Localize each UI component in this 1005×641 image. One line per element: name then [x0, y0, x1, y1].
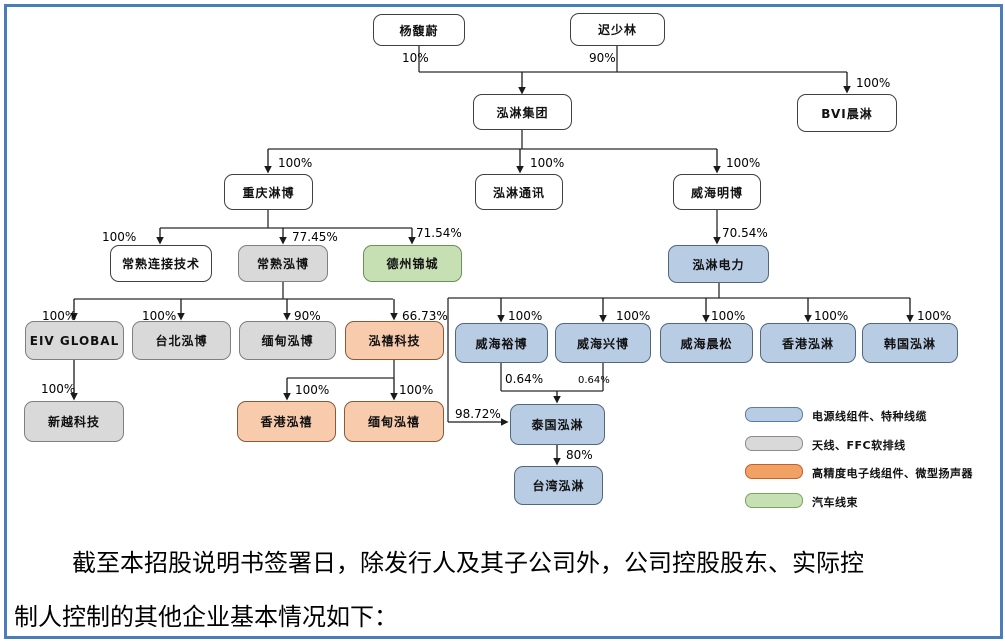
ownership-percent-label: 100%: [399, 383, 434, 397]
ownership-percent-label: 70.54%: [722, 226, 768, 240]
org-node-bvi: BVI晨淋: [797, 94, 897, 132]
org-node-chi: 迟少林: [570, 13, 665, 46]
footer-paragraph-line1: 截至本招股说明书签署日，除发行人及其子公司外，公司控股股东、实际控: [72, 551, 864, 577]
legend-swatch-icon: [745, 493, 803, 508]
ownership-percent-label: 100%: [42, 309, 77, 323]
ownership-percent-label: 100%: [530, 156, 565, 170]
ownership-percent-label: 0.64%: [578, 375, 610, 386]
ownership-percent-label: 100%: [142, 309, 177, 323]
ownership-percent-label: 10%: [402, 51, 429, 65]
legend-swatch-icon: [745, 436, 803, 451]
ownership-percent-label: 100%: [278, 156, 313, 170]
ownership-percent-label: 100%: [41, 382, 76, 396]
org-node-xingbo: 威海兴博: [555, 323, 651, 363]
ownership-percent-label: 77.45%: [292, 230, 338, 244]
ownership-percent-label: 80%: [566, 448, 593, 462]
ownership-percent-label: 100%: [814, 309, 849, 323]
ownership-percent-label: 90%: [294, 309, 321, 323]
org-node-yang: 杨馥蔚: [373, 14, 465, 46]
org-node-group: 泓淋集团: [473, 94, 572, 130]
org-node-dezhou: 德州锦城: [363, 245, 462, 282]
org-node-hongxi: 泓禧科技: [345, 321, 444, 360]
org-node-miandian-hongbo: 缅甸泓博: [239, 321, 336, 360]
org-node-thai-honglin: 泰国泓淋: [510, 404, 605, 445]
legend-swatch-icon: [745, 464, 803, 479]
ownership-percent-label: 100%: [616, 309, 651, 323]
legend-label: 汽车线束: [812, 496, 858, 509]
footer-paragraph-line2: 制人控制的其他企业基本情况如下：: [14, 605, 398, 631]
ownership-percent-label: 100%: [726, 156, 761, 170]
ownership-percent-label: 100%: [102, 230, 137, 244]
ownership-percent-label: 98.72%: [455, 407, 501, 421]
org-node-changshu-hongbo: 常熟泓博: [238, 245, 328, 282]
ownership-percent-label: 100%: [917, 309, 952, 323]
legend-label: 天线、FFC软排线: [812, 439, 906, 452]
org-node-taiwan-honglin: 台湾泓淋: [514, 466, 603, 505]
org-node-hk-honglin: 香港泓淋: [760, 323, 856, 363]
org-node-chensong: 威海晨松: [660, 323, 753, 363]
org-node-taibei: 台北泓博: [132, 321, 231, 360]
ownership-percent-label: 90%: [589, 51, 616, 65]
org-node-xinyue: 新越科技: [24, 401, 124, 442]
org-node-power: 泓淋电力: [668, 245, 769, 283]
org-node-changshu-tech: 常熟连接技术: [110, 245, 212, 282]
ownership-percent-label: 100%: [711, 309, 746, 323]
org-node-hk-hongxi: 香港泓禧: [237, 401, 336, 442]
ownership-percent-label: 100%: [508, 309, 543, 323]
org-node-tongxun: 泓淋通讯: [475, 174, 563, 210]
ownership-percent-label: 100%: [856, 76, 891, 90]
ownership-percent-label: 66.73%: [402, 309, 448, 323]
ownership-percent-label: 0.64%: [505, 372, 544, 386]
legend-label: 高精度电子线组件、微型扬声器: [812, 467, 973, 480]
org-node-yubo: 威海裕博: [455, 323, 548, 363]
legend-label: 电源线组件、特种线缆: [812, 410, 927, 423]
org-node-eiv: EIV GLOBAL: [25, 321, 124, 360]
org-node-chongqing: 重庆淋博: [224, 174, 313, 210]
org-node-korea-honglin: 韩国泓淋: [862, 323, 958, 363]
legend-swatch-icon: [745, 407, 803, 422]
org-node-miandian-hongxi: 缅甸泓禧: [344, 401, 444, 442]
org-node-mingbo: 威海明博: [673, 174, 761, 210]
ownership-percent-label: 100%: [295, 383, 330, 397]
ownership-percent-label: 71.54%: [416, 226, 462, 240]
